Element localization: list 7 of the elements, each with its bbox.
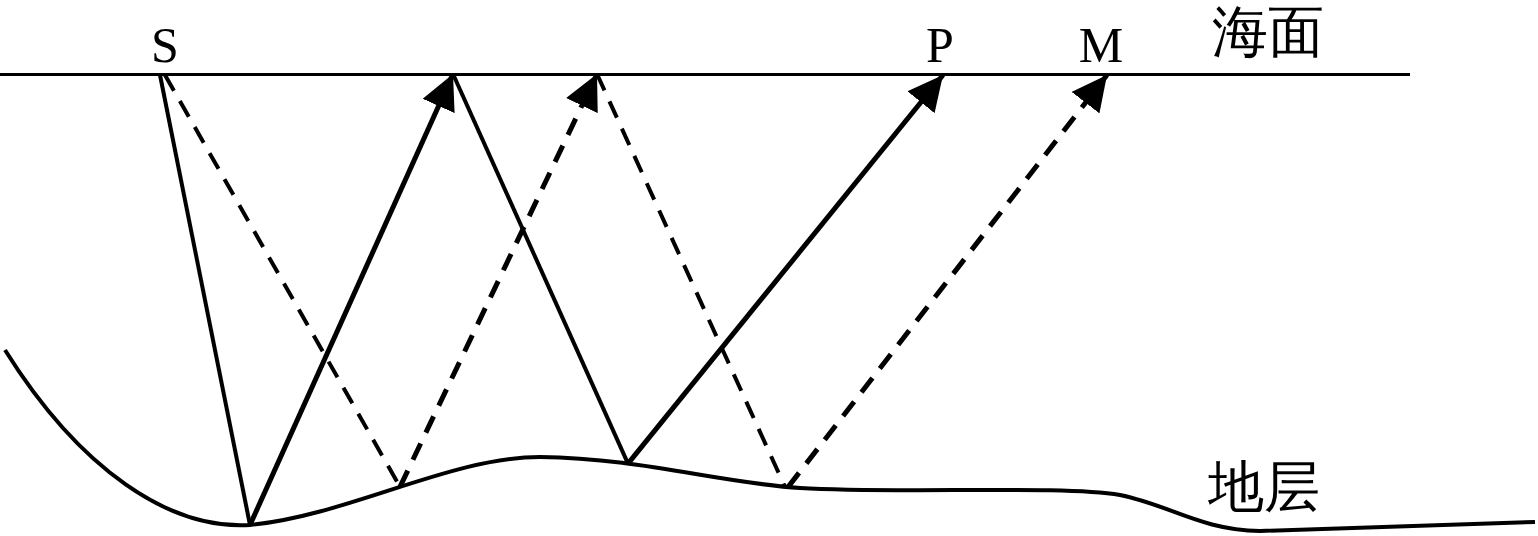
point-label: M <box>1075 20 1127 75</box>
surface-label: 海面 <box>1212 2 1324 62</box>
stratum-label: 地层 <box>1208 457 1320 517</box>
ray <box>158 74 252 526</box>
dashed-ray <box>595 73 787 488</box>
point-label: S <box>143 20 187 75</box>
point-label: P <box>918 20 962 75</box>
